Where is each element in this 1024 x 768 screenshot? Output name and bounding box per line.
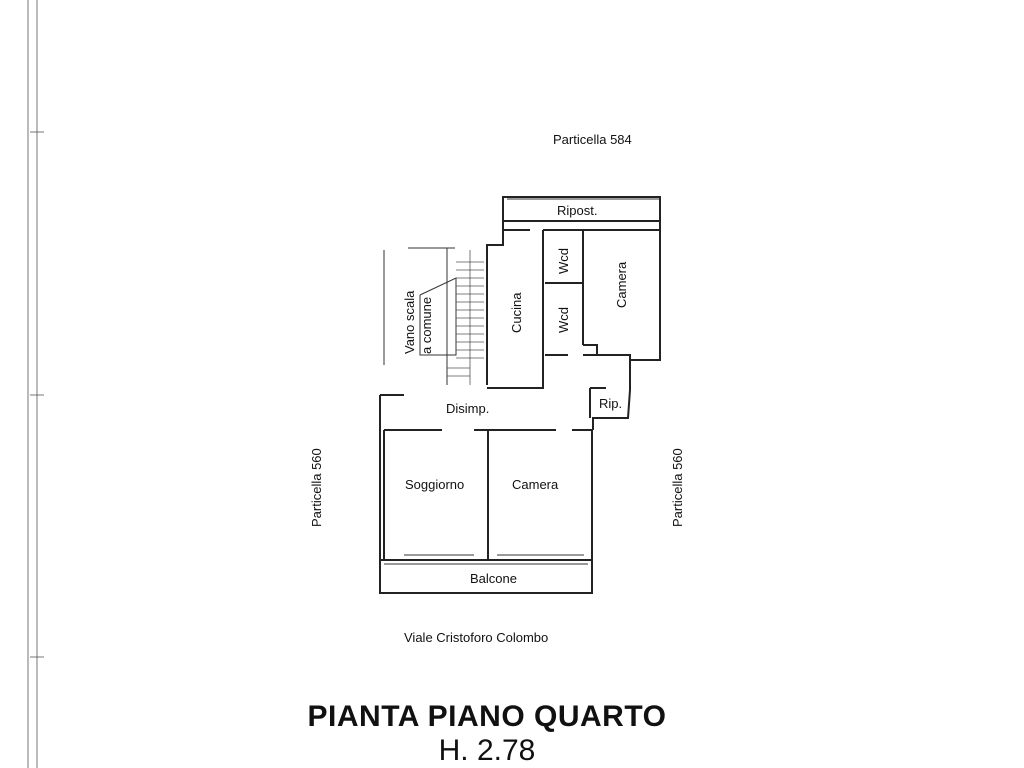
street-label: Viale Cristoforo Colombo — [404, 630, 548, 645]
room-label-rip: Rip. — [599, 396, 622, 411]
neighbor-right-label: Particella 560 — [670, 448, 685, 527]
room-label-cucina: Cucina — [509, 292, 524, 333]
sheet-border — [27, 0, 44, 768]
room-label-ripostiglio: Ripost. — [557, 203, 597, 218]
room-label-wcd-bottom: Wcd — [556, 307, 571, 333]
room-label-balcone: Balcone — [470, 571, 517, 586]
room-label-soggiorno: Soggiorno — [405, 477, 464, 492]
staircase — [419, 250, 484, 385]
room-label-camera-bottom: Camera — [512, 477, 559, 492]
ceiling-height: H. 2.78 — [438, 734, 536, 767]
room-label-disimpegno: Disimp. — [446, 401, 489, 416]
neighbor-top-label: Particella 584 — [553, 132, 632, 147]
neighbor-left-label: Particella 560 — [309, 448, 324, 527]
room-label-vano-scala: Vano scala — [402, 290, 417, 354]
room-label-camera-top: Camera — [614, 261, 629, 308]
room-label-wcd-top: Wcd — [556, 248, 571, 274]
walls — [379, 196, 661, 594]
plan-title: PIANTA PIANO QUARTO — [307, 700, 667, 733]
room-label-a-comune: a comune — [419, 297, 434, 354]
